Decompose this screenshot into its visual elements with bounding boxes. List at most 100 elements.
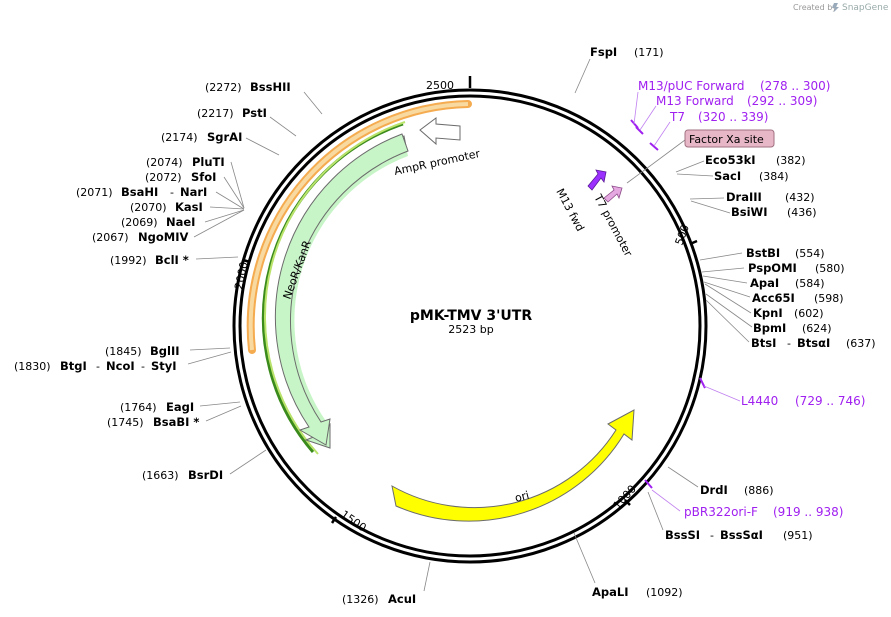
pbr322-connector xyxy=(651,489,681,512)
neor-green-glow xyxy=(263,121,406,455)
snapgene-logo-icon xyxy=(832,3,839,12)
sgrai-connector xyxy=(245,137,280,156)
site-bsiwi: BsiWI xyxy=(731,205,768,219)
bcli-connector xyxy=(195,256,239,260)
site-bglii-pos: (1845) xyxy=(105,345,142,358)
site-draiii: DraIII xyxy=(726,190,762,204)
site-naei-pos: (2069) xyxy=(121,216,158,229)
m13-fwd-arrow xyxy=(587,169,607,191)
apali-connector xyxy=(573,532,596,584)
primer-m13-forward: M13 Forward xyxy=(656,94,734,108)
bsshii-connector xyxy=(303,91,323,115)
site-btgi-sep1: - xyxy=(96,360,100,373)
site-saci: SacI xyxy=(714,169,741,183)
m13-fwd-label: M13 fwd xyxy=(553,186,586,233)
backbone-inner xyxy=(238,94,702,558)
site-eco53ki: Eco53kI xyxy=(705,153,756,167)
site-psti-pos: (2217) xyxy=(197,107,234,120)
site-bsssi: BssSI xyxy=(665,528,700,542)
site-kpni: KpnI xyxy=(753,306,783,320)
acui-connector xyxy=(423,561,431,592)
bsrdi-connector xyxy=(229,449,267,475)
site-drdi-pos: (886) xyxy=(744,484,774,497)
tick-2000: 2000 xyxy=(232,258,251,291)
bsssi-connector xyxy=(647,491,664,531)
tick-2500: 2500 xyxy=(426,76,472,92)
site-bsssai: BssSαI xyxy=(720,528,763,542)
site-eco53ki-pos: (382) xyxy=(776,154,806,167)
site-btsi-pos: (637) xyxy=(846,337,876,350)
site-sfoi-pos: (2072) xyxy=(145,171,182,184)
site-bsahi: BsaHI xyxy=(121,185,158,199)
site-btsi-sep: - xyxy=(787,337,791,350)
eco53ki-connector xyxy=(675,160,705,173)
site-bsabi: BsaBI * xyxy=(153,415,199,429)
primer-pbr322ori-f: pBR322ori-F xyxy=(684,505,758,519)
site-eagi-pos: (1764) xyxy=(120,401,157,414)
site-eagi: EagI xyxy=(166,400,194,414)
site-kasi-pos: (2070) xyxy=(130,201,167,214)
btgi-connector xyxy=(187,351,232,365)
site-draiii-pos: (432) xyxy=(785,191,815,204)
site-bsiwi-pos: (436) xyxy=(787,206,817,219)
created-by-label: Created by xyxy=(793,3,837,12)
site-bpmi-pos: (624) xyxy=(802,322,832,335)
site-sfoi: SfoI xyxy=(191,170,216,184)
site-pluti: PluTI xyxy=(192,155,225,169)
primer-bars-top xyxy=(630,119,659,151)
site-btgi: BtgI xyxy=(60,359,87,373)
cluster-connectors-right xyxy=(699,252,753,343)
site-bcli: BclI * xyxy=(155,253,189,267)
tick-label-2500: 2500 xyxy=(426,79,454,92)
t7-promoter-label: T7 promoter xyxy=(591,191,635,259)
site-bsabi-pos: (1745) xyxy=(107,416,144,429)
draiii-connector xyxy=(689,197,725,200)
site-bsssi-sep: - xyxy=(710,529,714,542)
site-btsai: BtsαI xyxy=(797,336,830,350)
neor-kanr-outline xyxy=(274,133,409,446)
primer-bar-pbr322 xyxy=(644,479,653,489)
site-btgi-sep2: - xyxy=(141,360,145,373)
primer-m13-forward-pos: (292 .. 309) xyxy=(747,94,817,108)
snapgene-brand: SnapGene xyxy=(842,3,889,13)
site-acui: AcuI xyxy=(388,592,416,606)
bsiwi-connector xyxy=(690,200,731,214)
site-kasi: KasI xyxy=(175,200,203,214)
site-fspi-pos: (171) xyxy=(634,46,664,59)
ori-arrow xyxy=(391,409,635,522)
primer-m13puc-forward-pos: (278 .. 300) xyxy=(760,79,830,93)
primer-connector-m13puc xyxy=(633,91,639,125)
site-naei: NaeI xyxy=(166,215,195,229)
primer-l4440: L4440 xyxy=(741,394,778,408)
site-bsshii: BssHII xyxy=(250,80,291,94)
tick-label-2000: 2000 xyxy=(232,261,251,291)
site-fspi: FspI xyxy=(590,45,617,59)
site-apai-pos: (584) xyxy=(795,277,825,290)
site-pspomi-pos: (580) xyxy=(815,262,845,275)
site-kpni-pos: (602) xyxy=(794,307,824,320)
site-drdi: DrdI xyxy=(700,483,728,497)
site-btgi-pos: (1830) xyxy=(14,360,51,373)
site-bglii: BglII xyxy=(150,344,180,358)
tick-label-500: 500 xyxy=(673,223,692,247)
site-acui-pos: (1326) xyxy=(342,593,379,606)
site-bsssi-pos: (951) xyxy=(783,529,813,542)
factor-xa-connector xyxy=(626,139,686,184)
l4440-connector xyxy=(703,385,741,402)
site-pluti-pos: (2074) xyxy=(146,156,183,169)
factor-xa-box xyxy=(684,129,775,148)
site-styi: StyI xyxy=(151,359,177,373)
primer-t7-pos: (320 .. 339) xyxy=(698,110,768,124)
drdi-connector xyxy=(667,466,699,488)
primer-connector-m13 xyxy=(639,105,657,131)
bsabi-connector xyxy=(205,405,242,422)
site-saci-pos: (384) xyxy=(759,170,789,183)
site-apali: ApaLI xyxy=(592,585,629,599)
site-nari: NarI xyxy=(180,185,207,199)
site-bsshii-pos: (2272) xyxy=(205,81,242,94)
psti-connector xyxy=(269,116,297,137)
t7-promoter-arrow xyxy=(603,185,623,203)
site-bpmi: BpmI xyxy=(753,321,786,335)
site-apai: ApaI xyxy=(750,276,779,290)
